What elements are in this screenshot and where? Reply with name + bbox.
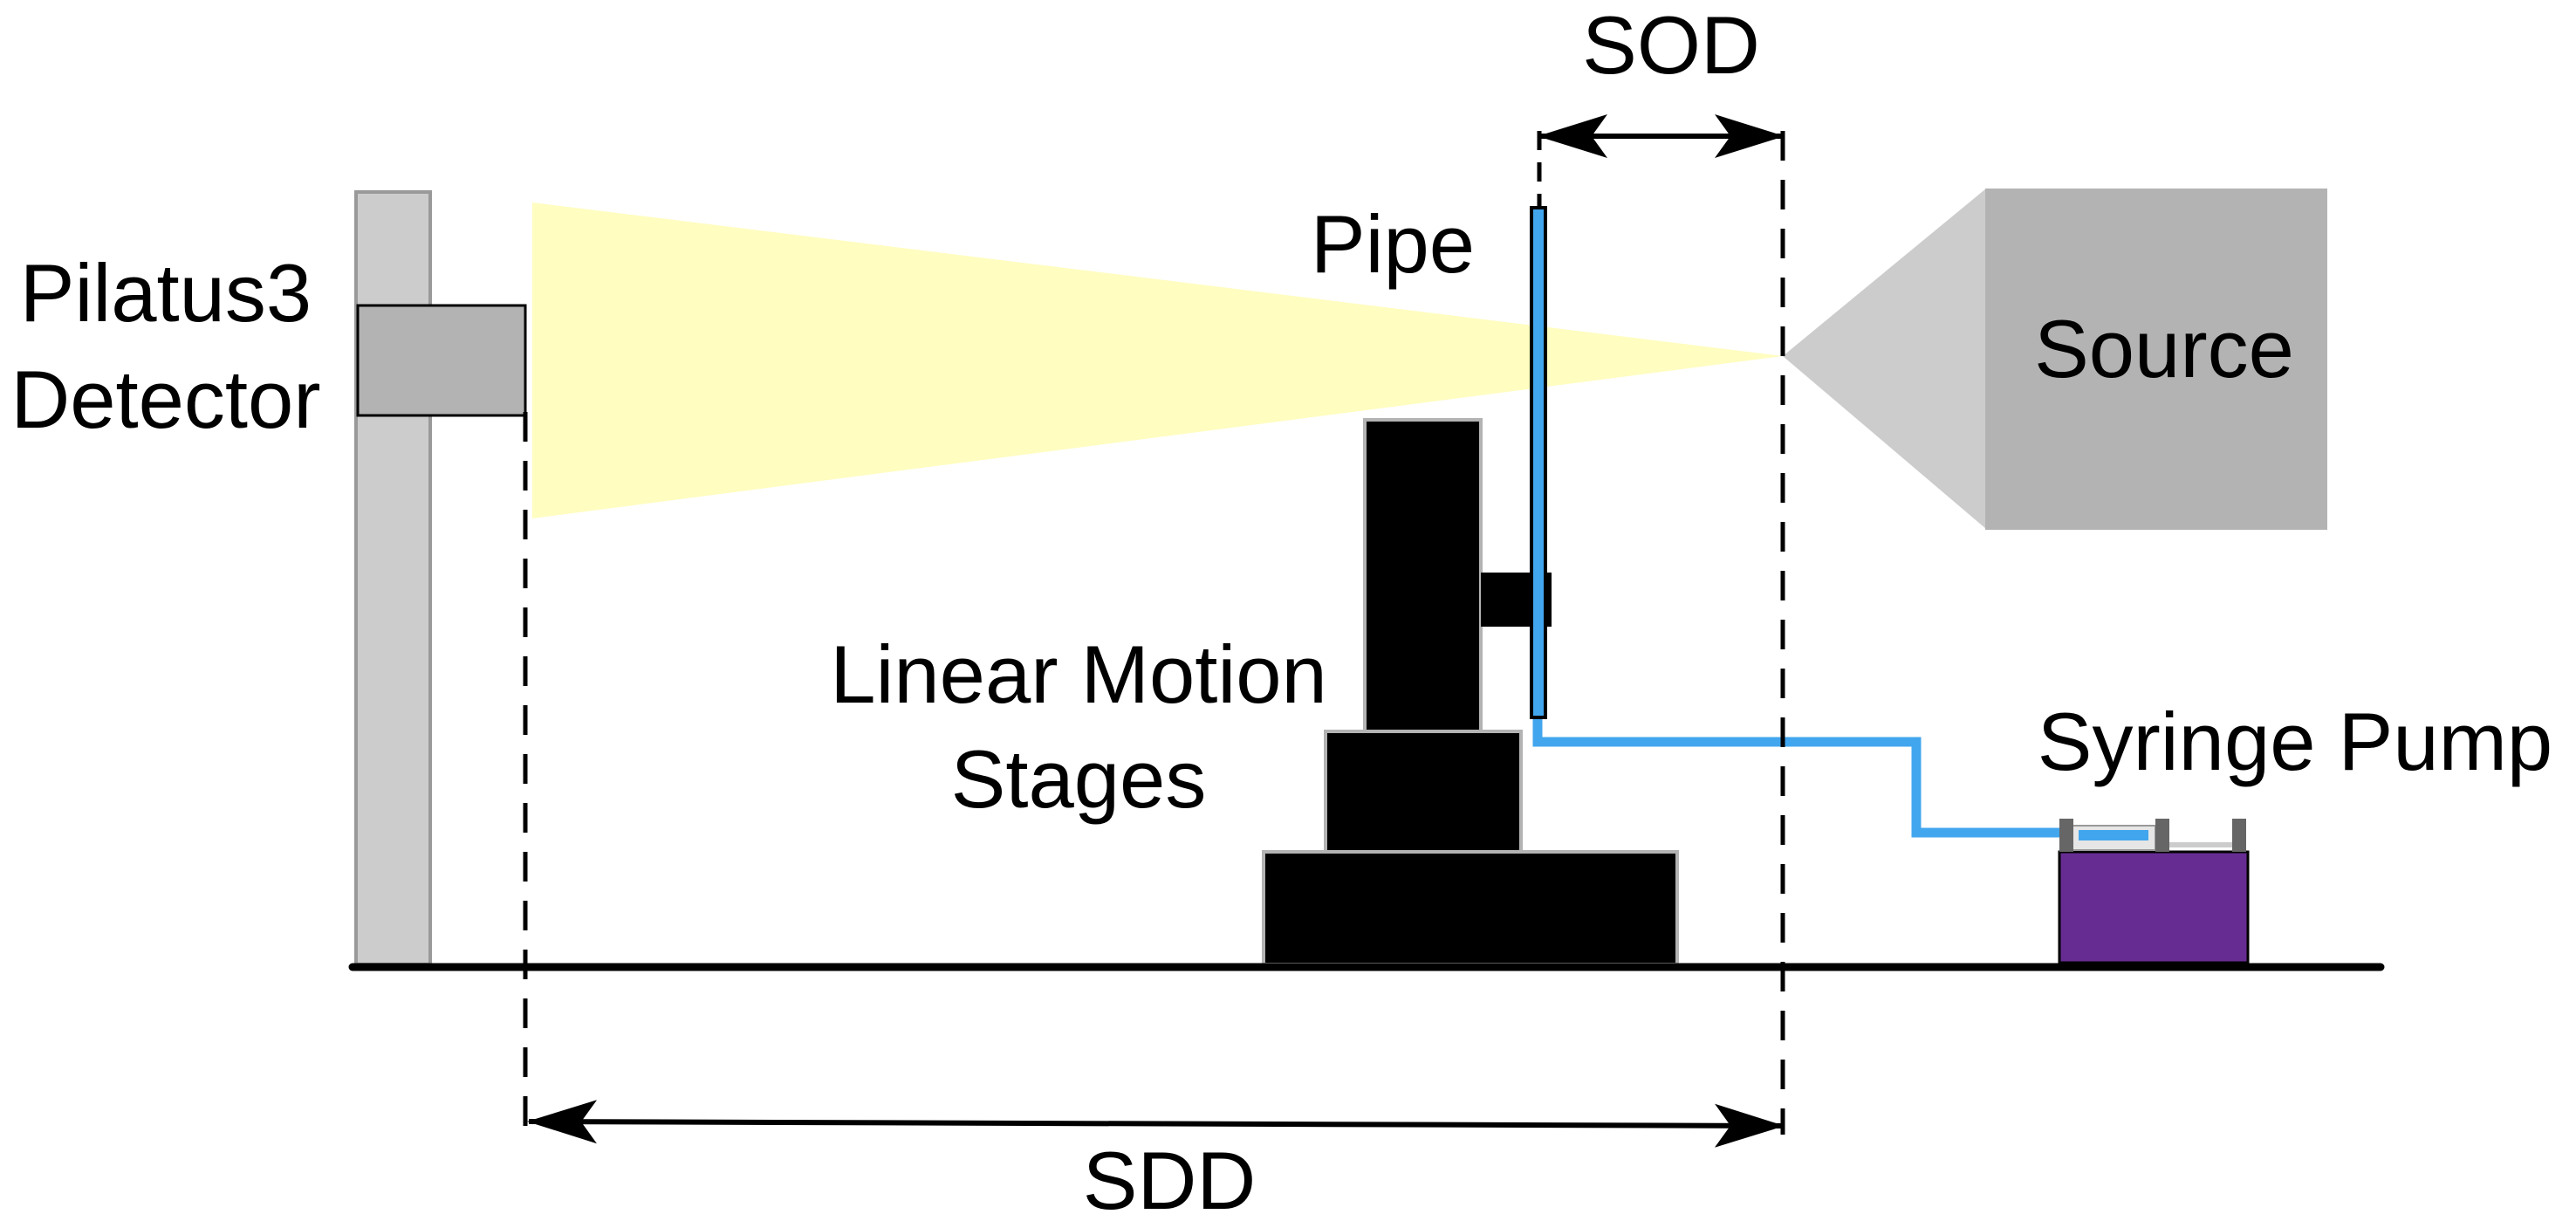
syringe-cap-right	[2232, 819, 2246, 852]
source-label: Source	[2034, 303, 2294, 394]
sdd-arrow	[527, 1100, 1785, 1148]
stage-bottom	[1262, 850, 1679, 966]
sdd-label: SDD	[1083, 1135, 1256, 1226]
detector-label-line2: Detector	[10, 353, 320, 445]
stages-label-line2: Stages	[951, 733, 1207, 825]
syringe-fluid	[2079, 830, 2148, 840]
sod-label: SOD	[1582, 0, 1760, 91]
syringe-pump-body	[2058, 850, 2250, 964]
detector-label-line1: Pilatus3	[20, 247, 312, 339]
source-cone	[1783, 189, 1986, 529]
xray-beam	[532, 202, 1783, 518]
stage-top	[1363, 418, 1483, 733]
pump-tubing	[1532, 716, 2068, 838]
detector-box	[356, 304, 527, 417]
source-box	[1985, 189, 2327, 530]
stage-middle	[1324, 730, 1523, 854]
pump-label: Syringe Pump	[2038, 696, 2552, 787]
pipe	[1530, 206, 1547, 719]
stages-label-line1: Linear Motion	[830, 628, 1327, 720]
pipe-label: Pipe	[1311, 198, 1475, 290]
syringe-cap-middle	[2155, 819, 2169, 852]
syringe-cap-left	[2059, 819, 2073, 852]
